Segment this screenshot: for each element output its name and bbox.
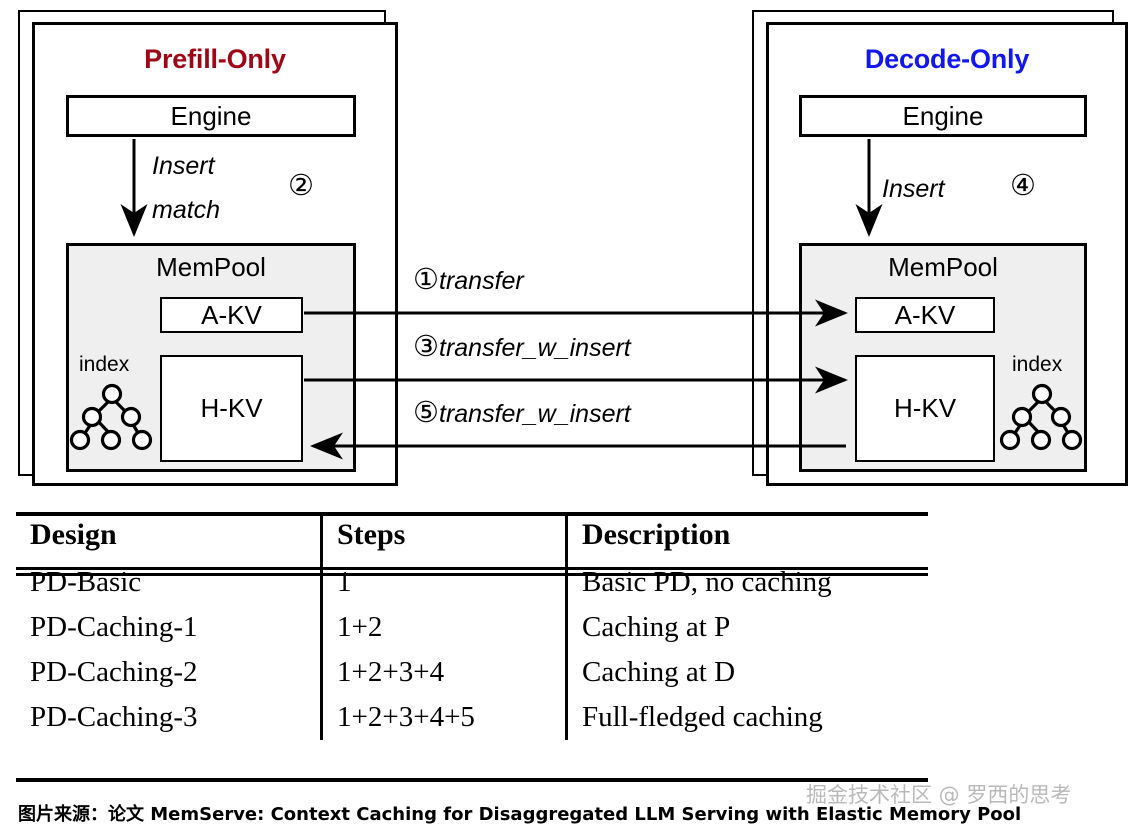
decode-mempool-label: MemPool: [888, 252, 998, 282]
decode-step-marker: ④: [1010, 170, 1036, 202]
source-caption: 图片来源：论文 MemServe: Context Caching for Di…: [18, 804, 1022, 825]
cell-design: PD-Caching-3: [16, 695, 323, 740]
decode-akv-label: A-KV: [894, 299, 956, 330]
prefill-engine-box: Engine: [66, 95, 356, 137]
prefill-index-label: index: [79, 353, 130, 376]
table-row: PD-Caching-3 1+2+3+4+5 Full-fledged cach…: [16, 695, 928, 740]
transfer-text-5: transfer_w_insert: [439, 400, 631, 428]
design-table: Design Steps Description PD-Basic 1 Basi…: [16, 512, 928, 740]
prefill-mempool-label: MemPool: [156, 252, 266, 282]
decode-hkv-label: H-KV: [893, 393, 957, 423]
table-row: PD-Caching-1 1+2 Caching at P: [16, 605, 928, 650]
transfer-text-1: transfer: [439, 267, 524, 295]
table-header-description: Description: [582, 518, 731, 551]
prefill-akv-label: A-KV: [201, 299, 262, 330]
prefill-panel-title: Prefill-Only: [144, 44, 286, 74]
table-row: PD-Basic 1 Basic PD, no caching: [16, 560, 928, 605]
table-header-design: Design: [16, 512, 323, 560]
prefill-hkv-box: H-KV: [160, 355, 303, 462]
cell-design: PD-Caching-1: [16, 605, 323, 650]
prefill-akv-box: A-KV: [160, 297, 303, 333]
transfer-label-5: ⑤transfer_w_insert: [413, 399, 631, 429]
watermark: 掘金技术社区 @ 罗西的思考: [806, 783, 1072, 807]
prefill-hkv-label: H-KV: [200, 393, 263, 423]
table-rule-bottom: [16, 778, 928, 782]
decode-op-insert: Insert: [882, 175, 945, 203]
table-header-row: Design Steps Description: [16, 512, 928, 560]
cell-description: Caching at P: [582, 611, 731, 643]
table-row: PD-Caching-2 1+2+3+4 Caching at D: [16, 650, 928, 695]
cell-steps: 1: [321, 560, 568, 605]
transfer-label-3: ③transfer_w_insert: [413, 333, 631, 363]
transfer-marker-3: ③: [413, 331, 439, 363]
cell-description: Caching at D: [582, 656, 736, 688]
decode-panel-title: Decode-Only: [864, 44, 1030, 74]
prefill-op-match: match: [152, 196, 221, 224]
cell-design: PD-Basic: [16, 560, 323, 605]
decode-index-label: index: [1012, 353, 1063, 376]
transfer-marker-5: ⑤: [413, 397, 439, 429]
cell-description: Full-fledged caching: [582, 701, 823, 733]
cell-steps: 1+2+3+4: [321, 650, 568, 695]
cell-design: PD-Caching-2: [16, 650, 323, 695]
prefill-engine-label: Engine: [170, 100, 252, 131]
cell-steps: 1+2+3+4+5: [321, 695, 568, 740]
decode-engine-label: Engine: [902, 100, 984, 131]
prefill-op-insert: Insert: [152, 152, 215, 180]
decode-akv-box: A-KV: [855, 297, 995, 333]
transfer-label-1: ①transfer: [413, 266, 524, 296]
prefill-step-marker: ②: [288, 170, 314, 202]
transfer-text-3: transfer_w_insert: [439, 334, 631, 362]
table-header-steps: Steps: [321, 512, 568, 560]
decode-hkv-box: H-KV: [855, 355, 995, 462]
transfer-marker-1: ①: [413, 264, 439, 296]
cell-description: Basic PD, no caching: [582, 566, 832, 598]
decode-engine-box: Engine: [799, 95, 1087, 137]
cell-steps: 1+2: [321, 605, 568, 650]
